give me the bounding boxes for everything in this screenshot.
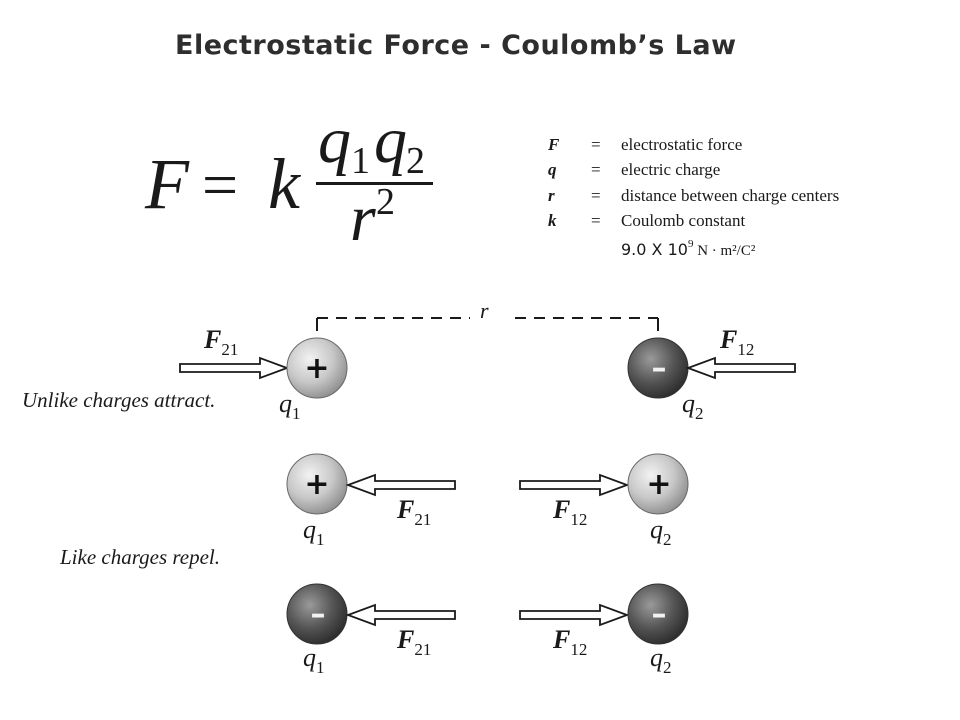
positive-charge-sphere [286,337,348,399]
minus-sign: – [311,597,326,632]
force-label-f12: F12 [552,495,587,529]
force-arrow-left [685,356,796,380]
legend-description: electrostatic force [621,135,742,154]
page-title: Electrostatic Force - Coulomb’s Law [175,30,737,61]
force-label-f12: F12 [552,625,587,659]
legend-symbol: q [548,160,557,179]
legend-equals: = [591,160,601,179]
force-arrow-right [179,356,290,380]
force-label-f21: F21 [396,495,431,529]
legend-equals: = [591,135,601,154]
formula-fraction-bar [316,182,433,185]
charge-label-q1: q1 [303,643,325,677]
legend-symbol: r [548,186,555,205]
legend-description: Coulomb constant [621,211,745,230]
formula-q2-subscript: 2 [406,140,425,182]
negative-charge-sphere [627,583,689,645]
legend-symbol: k [548,211,557,230]
charge-label-q2: q2 [650,515,672,549]
plus-sign: + [304,467,329,502]
force-label-f21: F21 [203,325,238,359]
plus-sign: + [304,351,329,386]
force-arrow-right [519,473,630,497]
coulomb-formula: F = k q 1 q 2 r 2 [144,104,433,255]
like-charges-caption: Like charges repel. [59,545,220,569]
charge-label-q2: q2 [682,389,704,423]
distance-label: r [480,298,489,323]
plus-sign: + [646,467,671,502]
minus-sign: – [652,597,667,632]
charge-label-q1: q1 [279,389,301,423]
positive-charge-sphere [286,453,348,515]
unlike-charges-caption: Unlike charges attract. [22,388,215,412]
formula-equals-sign: = [202,149,238,220]
legend-equals: = [591,211,601,230]
legend-description: distance between charge centers [621,186,839,205]
formula-q1-symbol: q [318,104,351,177]
formula-k-symbol: k [268,144,302,224]
force-label-f21: F21 [396,625,431,659]
formula-force-symbol: F [144,144,190,224]
legend-description: electric charge [621,160,720,179]
force-arrow-right [519,603,630,627]
formula-r-symbol: r [350,182,376,255]
minus-sign: – [652,351,667,386]
negative-charge-sphere [286,583,348,645]
formula-r-exponent: 2 [376,181,395,223]
symbol-legend: F = electrostatic force q = electric cha… [547,135,839,259]
force-label-f12: F12 [719,325,754,359]
charge-label-q2: q2 [650,643,672,677]
formula-q2-symbol: q [374,104,407,177]
formula-q1-subscript: 1 [351,140,370,182]
distance-bracket [316,317,659,331]
positive-charge-sphere [627,453,689,515]
force-arrow-left [345,603,456,627]
legend-symbol: F [547,135,560,154]
charge-label-q1: q1 [303,515,325,549]
legend-equals: = [591,186,601,205]
force-arrow-left [345,473,456,497]
coulomb-constant-value: 9.0 X 109 N · m²/C² [621,238,756,259]
